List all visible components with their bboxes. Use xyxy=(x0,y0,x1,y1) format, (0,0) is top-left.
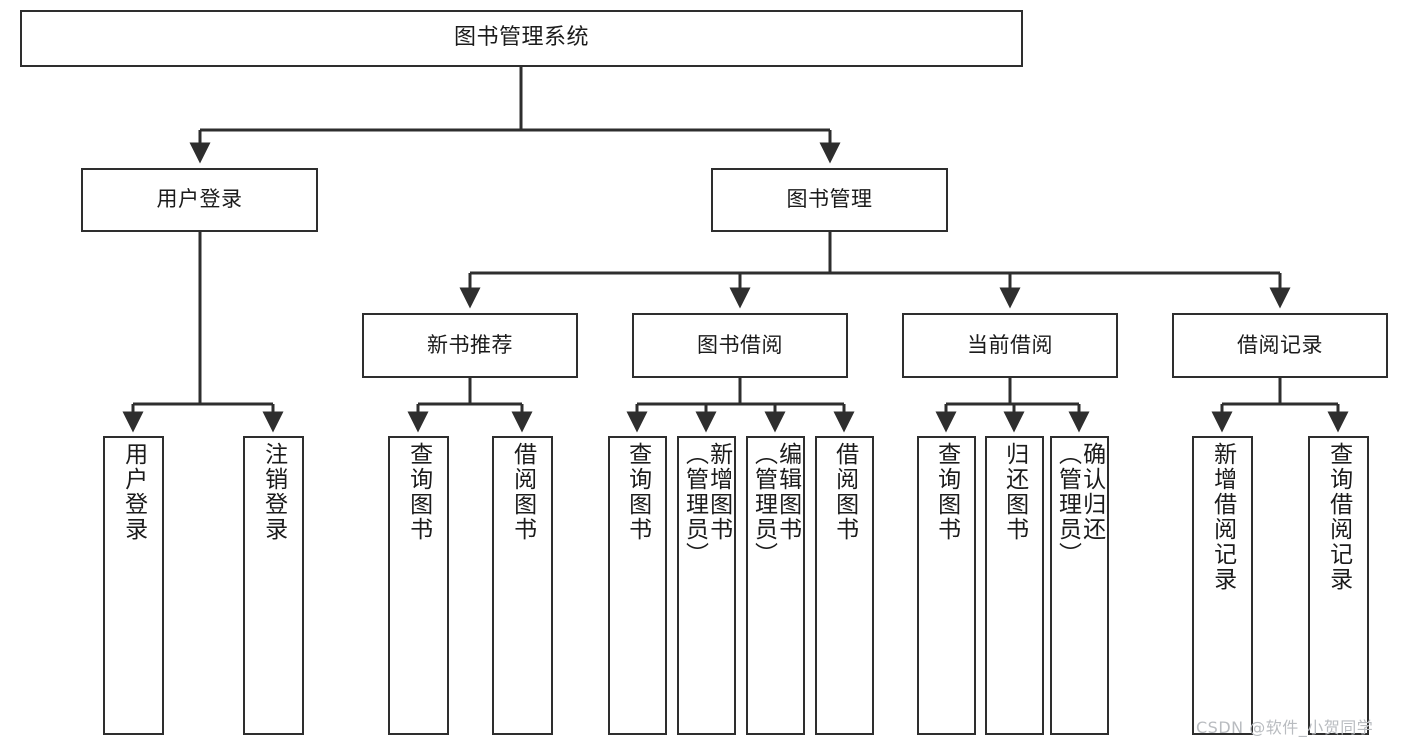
node-label: 确认归还 （管理员） xyxy=(1054,442,1105,567)
node-label: 当前借阅 xyxy=(967,332,1053,357)
node-label: 新书推荐 xyxy=(427,332,513,357)
node-current-borrow[interactable]: 当前借阅 xyxy=(902,313,1118,378)
node-label: 图书借阅 xyxy=(697,332,783,357)
node-borrow-record[interactable]: 借阅记录 xyxy=(1172,313,1388,378)
node-book-manage[interactable]: 图书管理 xyxy=(711,168,948,232)
node-leaf-borrow-book-2[interactable]: 借阅图书 xyxy=(815,436,874,735)
node-label: 查询图书 xyxy=(405,442,432,542)
node-leaf-user-login[interactable]: 用户登录 xyxy=(103,436,164,735)
node-leaf-borrow-book-1[interactable]: 借阅图书 xyxy=(492,436,553,735)
node-label: 归还图书 xyxy=(1001,442,1028,542)
node-user-login[interactable]: 用户登录 xyxy=(81,168,318,232)
node-label: 新增图书 （管理员） xyxy=(681,442,732,567)
node-leaf-add-book[interactable]: 新增图书 （管理员） xyxy=(677,436,736,735)
node-leaf-confirm-return[interactable]: 确认归还 （管理员） xyxy=(1050,436,1109,735)
node-label: 注销登录 xyxy=(260,442,287,542)
node-label: 用户登录 xyxy=(156,187,243,212)
node-leaf-logout-login[interactable]: 注销登录 xyxy=(243,436,304,735)
node-label: 编辑图书 （管理员） xyxy=(750,442,801,567)
node-new-book-recommend[interactable]: 新书推荐 xyxy=(362,313,578,378)
node-book-borrow[interactable]: 图书借阅 xyxy=(632,313,848,378)
node-label: 查询借阅记录 xyxy=(1325,442,1352,592)
node-leaf-edit-book[interactable]: 编辑图书 （管理员） xyxy=(746,436,805,735)
node-leaf-query-book-2[interactable]: 查询图书 xyxy=(608,436,667,735)
node-label: 图书管理 xyxy=(786,187,873,212)
node-label: 查询图书 xyxy=(933,442,960,542)
node-leaf-return-book[interactable]: 归还图书 xyxy=(985,436,1044,735)
csdn-watermark: CSDN @软件_小贺同学 xyxy=(1196,718,1374,737)
node-label: 借阅图书 xyxy=(509,442,536,542)
node-label: 借阅记录 xyxy=(1237,332,1323,357)
node-label: 新增借阅记录 xyxy=(1209,442,1236,592)
node-leaf-query-borrow-record[interactable]: 查询借阅记录 xyxy=(1308,436,1369,735)
node-label: 查询图书 xyxy=(624,442,651,542)
node-leaf-add-borrow-record[interactable]: 新增借阅记录 xyxy=(1192,436,1253,735)
node-label: 用户登录 xyxy=(120,442,147,542)
node-leaf-query-book-1[interactable]: 查询图书 xyxy=(388,436,449,735)
node-root-book-management-system[interactable]: 图书管理系统 xyxy=(20,10,1023,67)
node-label: 借阅图书 xyxy=(831,442,858,542)
node-label: 图书管理系统 xyxy=(453,25,589,51)
node-leaf-query-book-3[interactable]: 查询图书 xyxy=(917,436,976,735)
